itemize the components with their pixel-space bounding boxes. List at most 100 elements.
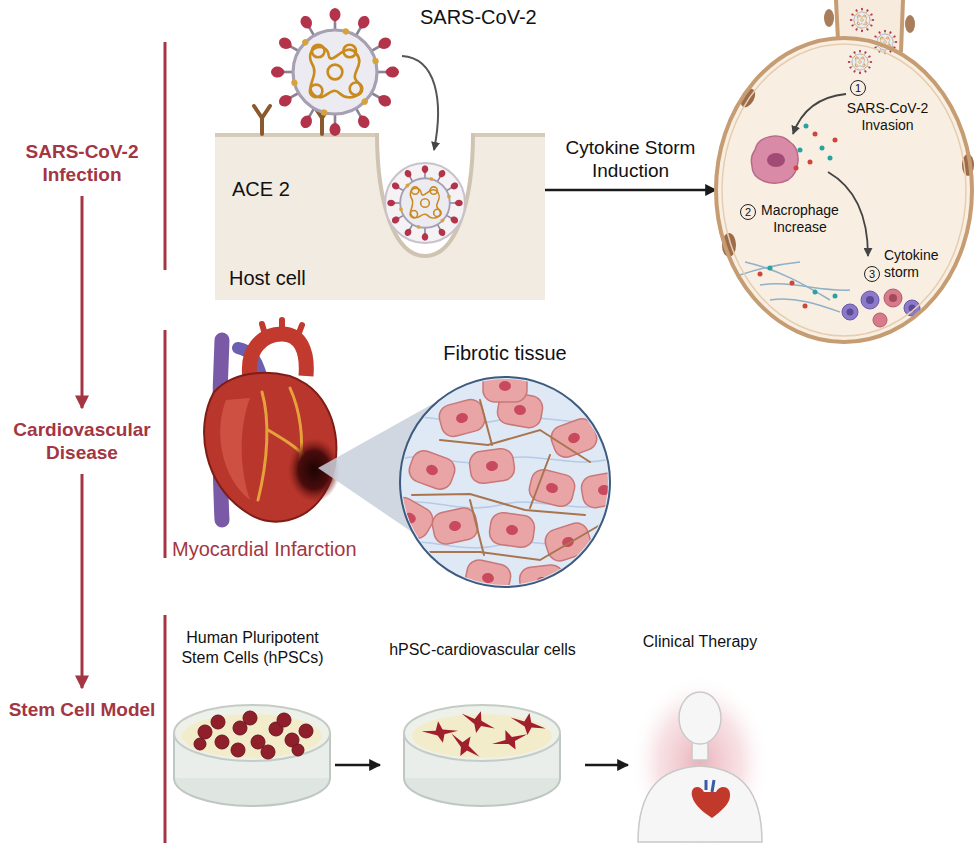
culture-dish-node: Human Pluripotent Stem Cells (hPSCs): [170, 628, 335, 833]
fiber: [740, 262, 850, 312]
node-text: SARS-CoV-2 Invasion: [840, 100, 935, 134]
immune-cell: [889, 294, 897, 302]
culture-dish: [489, 722, 531, 757]
fibrotic-tissue: [580, 470, 629, 509]
fibrotic-tissue: [470, 400, 550, 555]
flow-arrow: [81, 474, 84, 688]
culture-dish: [509, 711, 548, 738]
flow-arrow: [335, 764, 380, 767]
flow-arrow: [585, 764, 628, 767]
tissue-outline: [395, 366, 615, 591]
virus-top: [271, 8, 399, 136]
fibrotic-tissue: [455, 412, 469, 425]
flow-arrow: [545, 189, 716, 192]
fibrotic-tissue: [545, 482, 559, 495]
cytokine-dot: [813, 132, 818, 137]
fibrotic-tissue: [481, 572, 495, 584]
culture-dish: [174, 705, 330, 806]
fibrotic-tissue: [437, 397, 488, 439]
culture-dish: [404, 705, 560, 761]
host-cell-box: Host cell: [215, 130, 545, 300]
section-heading: Stem Cell Model: [4, 698, 160, 721]
heart: [204, 320, 340, 522]
fibrotic-tissue: [513, 404, 527, 416]
node-text: Cytokine storm: [884, 247, 956, 281]
process-arrow: [793, 94, 846, 134]
fibrotic-tissue: [542, 520, 594, 564]
culture-dish: [292, 744, 304, 756]
culture-dish: [231, 743, 245, 757]
culture-dish: [194, 738, 206, 750]
entry-arrow: [402, 56, 438, 150]
node-text: Host cell: [229, 266, 306, 290]
patient-figure: [630, 674, 770, 847]
fibrotic-tissue: [468, 447, 516, 485]
culture-dish: [215, 735, 229, 749]
virus-top: [271, 8, 399, 136]
fibrotic-tissue: [406, 447, 458, 492]
cytokine-dot: [833, 138, 838, 143]
culture-dish: [277, 713, 291, 727]
immune-cell: [861, 291, 879, 309]
fibrotic-tissue: [483, 370, 527, 402]
culture-dish: [174, 705, 330, 761]
cytokine-dot: [828, 156, 833, 161]
section-heading: Cardiovascular Disease: [4, 418, 160, 464]
fibrotic-tissue: [412, 400, 600, 560]
fibrotic-tissue: [430, 525, 600, 560]
patient-figure: [638, 766, 762, 842]
section-title: SARS-CoV-2 Infection: [4, 140, 160, 186]
fibrotic-tissue: [527, 467, 577, 509]
fibrotic-tissue: [488, 511, 536, 549]
fibrotic-tissue: [567, 431, 582, 445]
tissue-outline: [400, 377, 610, 587]
culture-dish: [261, 745, 275, 759]
node-text: Fibrotic tissue: [395, 340, 615, 366]
culture-dish: [211, 715, 225, 729]
fibrotic-tissue: [383, 493, 437, 543]
alveolus-art: [824, 9, 834, 27]
endosome: [385, 163, 465, 243]
edge-label: Cytokine Storm Induction: [551, 136, 711, 182]
fibrotic-tissue: [542, 520, 594, 564]
culture-dish: [458, 707, 498, 738]
culture-dish: [198, 725, 212, 739]
endosome: [387, 165, 463, 241]
host-cell: [377, 133, 473, 256]
host-cell: [377, 133, 473, 256]
section-heading: SARS-CoV-2 Infection: [4, 140, 160, 186]
fibrotic-tissue: [400, 377, 610, 587]
culture-dish: [299, 724, 313, 738]
fibrotic-tissue: [383, 370, 628, 600]
node-text: Macrophage Increase: [755, 202, 845, 236]
section-bar: [164, 42, 167, 843]
section-bar: [164, 615, 167, 843]
fibrotic-tissue: [463, 558, 513, 598]
node-text: hPSC-cardiovascular cells: [380, 640, 585, 660]
heart: [249, 334, 306, 378]
patient-node: Clinical Therapy: [628, 628, 772, 840]
cytokine-dot: [790, 281, 795, 286]
culture-dish: [404, 705, 560, 806]
ace2-receptor: [254, 106, 270, 134]
section-title: Stem Cell Model: [4, 698, 160, 721]
flow-arrow: [81, 196, 84, 408]
culture-dish: [243, 711, 257, 725]
alveolus-outline: [712, 25, 976, 345]
fibrotic-tissue: [448, 520, 462, 532]
callout-number: 3: [864, 266, 880, 282]
host-cell: [215, 133, 545, 300]
fibrotic-tissue: [412, 494, 585, 515]
node-text: Human Pluripotent Stem Cells (hPSCs): [170, 628, 335, 668]
culture-dish: [559, 733, 561, 778]
immune-cell: [873, 313, 887, 327]
infarction-label: Myocardial Infarction: [172, 538, 357, 561]
immune-cell: [884, 289, 902, 307]
culture-dish: [329, 733, 331, 778]
callout-number: 1: [850, 80, 866, 96]
cytokine-dot: [794, 124, 838, 171]
alveolus-art: [716, 0, 974, 342]
fibrotic-tissue: [485, 460, 498, 472]
immune-cell: [847, 309, 854, 316]
